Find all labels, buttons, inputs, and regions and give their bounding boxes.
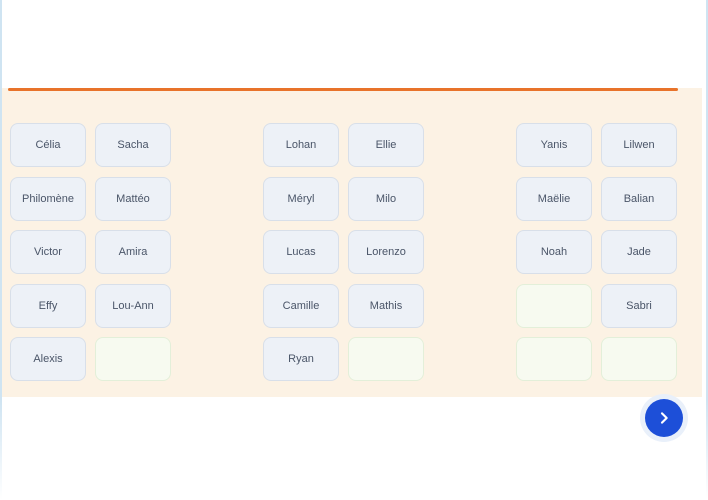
seating-table-left: Célia Sacha Philomène Mattéo Victor Amir…: [10, 123, 171, 381]
seat-card[interactable]: [601, 337, 677, 381]
next-button[interactable]: [645, 399, 683, 437]
seat-card[interactable]: Célia: [10, 123, 86, 167]
seat-card[interactable]: [516, 283, 592, 328]
seat-card[interactable]: [348, 337, 424, 381]
seat-card[interactable]: Sacha: [95, 123, 171, 167]
seat-card[interactable]: Lucas: [263, 230, 339, 274]
chevron-right-icon: [656, 410, 672, 426]
seat-card[interactable]: Jade: [601, 230, 677, 274]
right-edge-line: [706, 0, 708, 500]
seat-card[interactable]: [516, 337, 592, 381]
seat-card[interactable]: Lohan: [263, 123, 339, 167]
seat-card[interactable]: Victor: [10, 230, 86, 274]
seat-card[interactable]: Lou-Ann: [95, 283, 171, 328]
seat-card[interactable]: Lilwen: [601, 123, 677, 167]
seat-card[interactable]: [95, 337, 171, 381]
seat-card[interactable]: Ellie: [348, 123, 424, 167]
seat-card[interactable]: Lorenzo: [348, 230, 424, 274]
seating-plan-panel: Célia Sacha Philomène Mattéo Victor Amir…: [2, 88, 702, 397]
seat-card[interactable]: Alexis: [10, 337, 86, 381]
seat-card[interactable]: Ryan: [263, 337, 339, 381]
seating-table-right: Yanis Lilwen Maëlie Balian Noah Jade Sab…: [516, 123, 677, 381]
seat-card[interactable]: Milo: [348, 176, 424, 221]
seat-card[interactable]: Mattéo: [95, 176, 171, 221]
seat-card[interactable]: Camille: [263, 283, 339, 328]
seat-card[interactable]: Sabri: [601, 283, 677, 328]
seat-card[interactable]: Philomène: [10, 176, 86, 221]
seat-card[interactable]: Noah: [516, 230, 592, 274]
seat-card[interactable]: Méryl: [263, 176, 339, 221]
seat-card[interactable]: Effy: [10, 283, 86, 328]
seat-card[interactable]: Balian: [601, 176, 677, 221]
seat-card[interactable]: Yanis: [516, 123, 592, 167]
seat-card[interactable]: Amira: [95, 230, 171, 274]
seat-card[interactable]: Mathis: [348, 283, 424, 328]
seat-card[interactable]: Maëlie: [516, 176, 592, 221]
seating-table-middle: Lohan Ellie Méryl Milo Lucas Lorenzo Cam…: [263, 123, 424, 381]
orange-divider: [8, 88, 678, 91]
left-edge-line: [0, 0, 2, 500]
